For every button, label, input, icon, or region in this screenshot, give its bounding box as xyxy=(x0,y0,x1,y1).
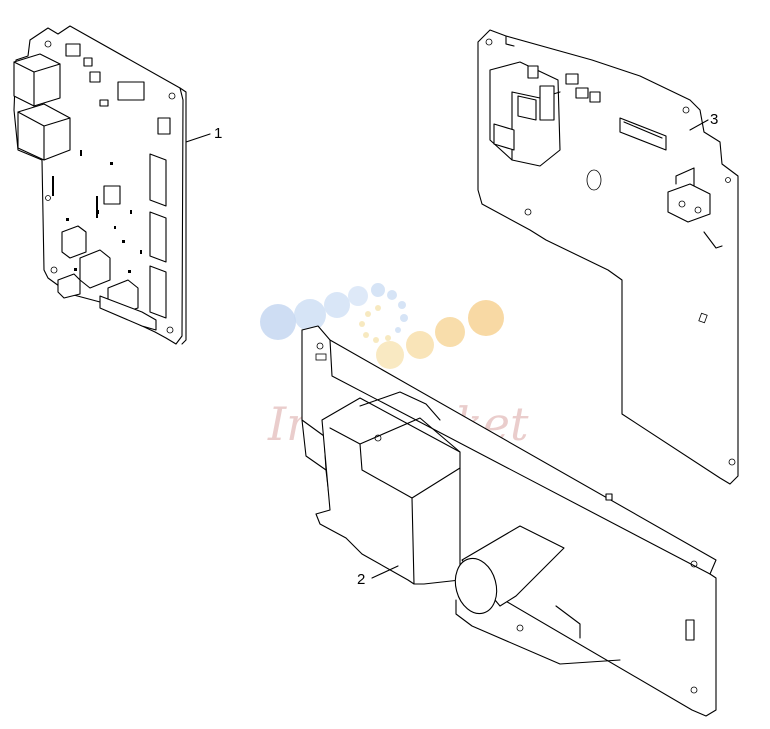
callout-2: 2 xyxy=(357,571,365,588)
callout-1-leader xyxy=(185,133,211,143)
callout-3-leader xyxy=(689,119,709,131)
part-3-back-plate xyxy=(477,29,739,485)
callout-2-leader xyxy=(371,565,399,579)
part-2-chassis-bracket xyxy=(301,325,717,717)
part-1-controller-board xyxy=(13,25,187,345)
callout-3: 3 xyxy=(710,111,718,128)
callout-1: 1 xyxy=(214,125,222,142)
watermark-logo-dots xyxy=(260,283,504,369)
